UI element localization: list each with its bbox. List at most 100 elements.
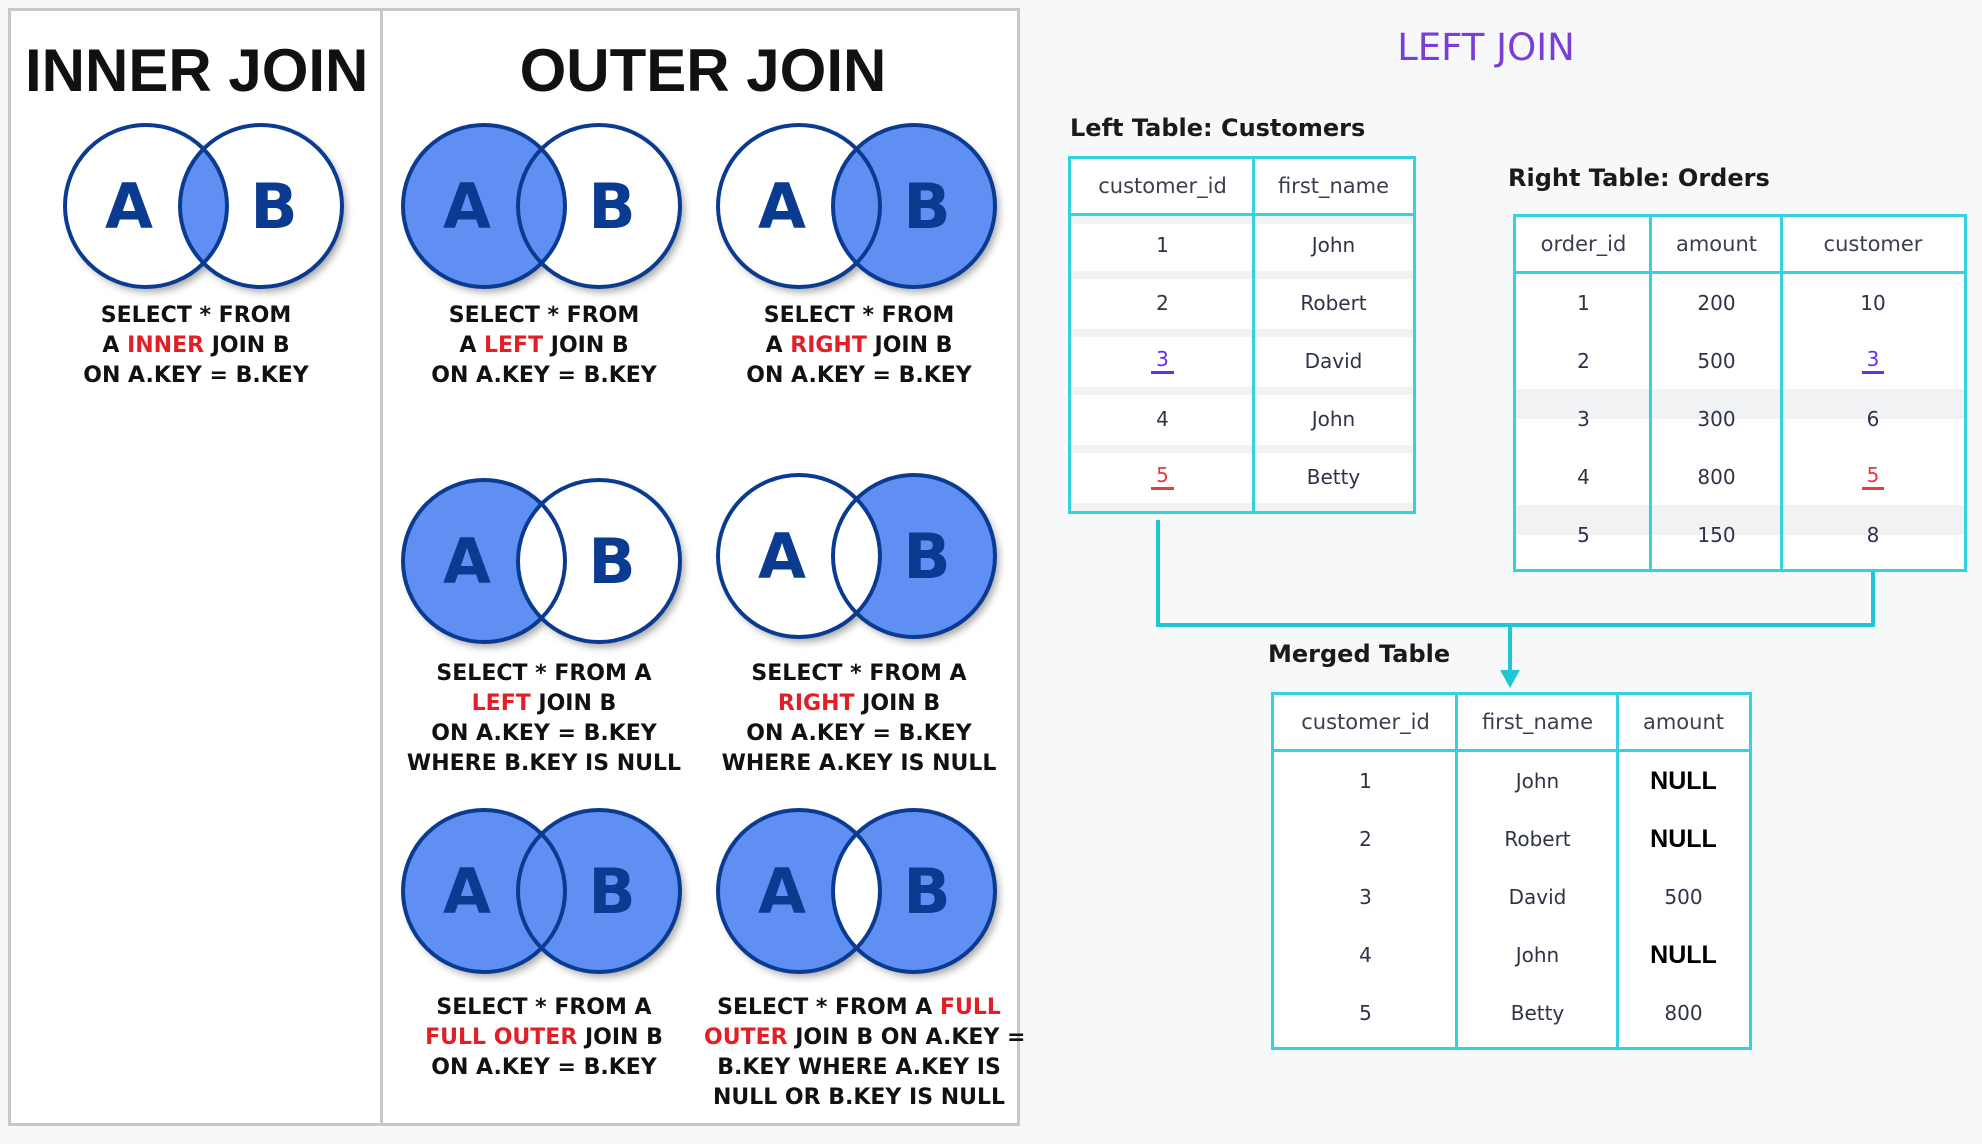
row-stripe <box>1516 389 1964 419</box>
circle-a <box>65 125 227 287</box>
sql-text: JOIN B <box>543 333 629 358</box>
table-row: 3 David 500 <box>1274 875 1749 919</box>
cell-value: Robert <box>1300 291 1367 315</box>
table-cell: 8 <box>1782 513 1964 557</box>
column-divider <box>1252 159 1255 511</box>
table-cell: 4 <box>1274 933 1457 977</box>
cell-value: Robert <box>1504 827 1571 851</box>
table-cell: David <box>1457 875 1618 919</box>
sql-line: LEFT JOIN B <box>384 689 704 719</box>
sql-text: A <box>459 333 484 358</box>
venn-shape <box>516 478 682 644</box>
circle-a <box>718 125 880 287</box>
sql-text: SELECT * FROM <box>763 303 955 328</box>
orders-table-label: Right Table: Orders <box>1508 164 1770 192</box>
circle-a <box>403 810 565 972</box>
sql-text: NULL OR B.KEY IS NULL <box>712 1085 1006 1110</box>
table-cell: 5 <box>1274 991 1457 1035</box>
sql-line: SELECT * FROM <box>704 301 1014 331</box>
circle-b <box>180 125 342 287</box>
table-cell: John <box>1254 223 1413 267</box>
sql-line: A RIGHT JOIN B <box>704 331 1014 361</box>
sql-line: OUTER JOIN B ON A.KEY = <box>704 1023 1025 1053</box>
venn-shape <box>831 808 997 974</box>
sql-line: SELECT * FROM <box>384 301 704 331</box>
row-stripe <box>1071 271 1413 279</box>
circle-b <box>833 475 995 637</box>
cell-value: John <box>1311 233 1356 257</box>
left-join-example-panel: LEFT JOIN Left Table: Customers customer… <box>1030 0 1982 1144</box>
column-header: first_name <box>1277 174 1390 198</box>
cell-value: NULL <box>1650 766 1717 795</box>
table-cell: 3 <box>1516 397 1651 441</box>
venn-shape <box>178 123 344 289</box>
cell-value: 800 <box>1697 465 1736 489</box>
cell-value: John <box>1311 407 1356 431</box>
sql-text: ON A.KEY = B.KEY <box>746 721 972 746</box>
sql-line: ON A.KEY = B.KEY <box>384 719 704 749</box>
cell-value: NULL <box>1650 824 1717 853</box>
venn-shape <box>516 808 682 974</box>
cell-value: 3 <box>1359 885 1372 909</box>
table-cell: John <box>1254 397 1413 441</box>
sql-line: SELECT * FROM A <box>384 993 704 1023</box>
table-cell: 500 <box>1618 875 1749 919</box>
cell-value: 2 <box>1359 827 1372 851</box>
label-a: A <box>758 520 806 593</box>
label-a: A <box>758 855 806 928</box>
table-cell: Robert <box>1457 817 1618 861</box>
venn-shape <box>831 473 997 639</box>
merge-connector <box>1156 520 1875 688</box>
cell-value: 3 <box>1861 349 1885 374</box>
sql-text: ON A.KEY = B.KEY <box>431 363 657 388</box>
column-header: first_name <box>1481 710 1594 734</box>
label-b: B <box>903 855 950 928</box>
venn-shape <box>516 123 682 289</box>
sql-line: SELECT * FROM A <box>384 659 704 689</box>
sql-line: A LEFT JOIN B <box>384 331 704 361</box>
table-cell: 300 <box>1651 397 1782 441</box>
column-header: customer_id <box>1098 174 1227 198</box>
table-cell: 500 <box>1651 339 1782 383</box>
cell-value: NULL <box>1650 940 1717 969</box>
row-stripe <box>1071 387 1413 395</box>
table-cell: NULL <box>1618 817 1749 861</box>
cell-value: 150 <box>1697 523 1736 547</box>
label-b: B <box>903 170 950 243</box>
table-cell: 10 <box>1782 281 1964 325</box>
circle-a <box>403 125 565 287</box>
arrow-down-icon <box>1500 670 1520 688</box>
row-stripe <box>1071 503 1413 511</box>
table-cell: Robert <box>1254 281 1413 325</box>
cell-value: David <box>1508 885 1567 909</box>
venn-shape <box>831 123 997 289</box>
cell-value: 3 <box>1151 349 1174 374</box>
sql-line: WHERE A.KEY IS NULL <box>704 749 1014 779</box>
table-cell: 4 <box>1516 455 1651 499</box>
table-cell: 1 <box>1274 759 1457 803</box>
table-cell: John <box>1457 933 1618 977</box>
cell-value: 1 <box>1577 291 1590 315</box>
table-cell: 3 <box>1071 339 1254 383</box>
cell-value: John <box>1515 769 1560 793</box>
sql-line: ON A.KEY = B.KEY <box>384 361 704 391</box>
sql-text: JOIN B <box>866 333 953 358</box>
cell-value: David <box>1304 349 1363 373</box>
sql-line: RIGHT JOIN B <box>704 689 1014 719</box>
column-divider <box>1616 695 1619 1047</box>
sql-keyword: FULL OUTER <box>425 1025 578 1050</box>
